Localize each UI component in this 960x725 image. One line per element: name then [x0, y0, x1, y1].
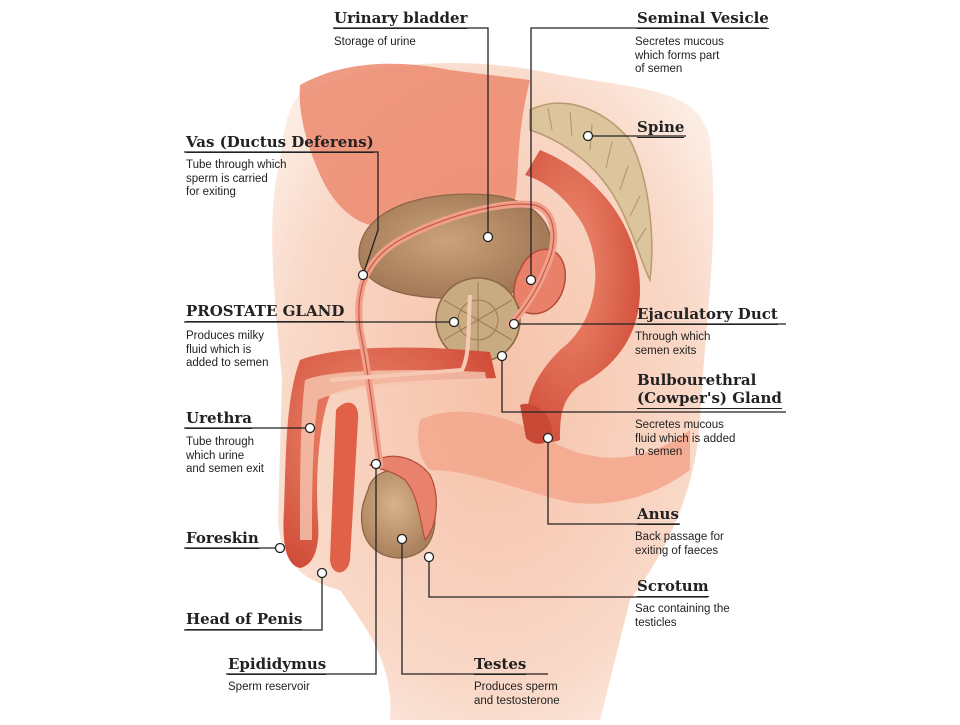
dot-testes — [396, 533, 408, 545]
label-underline — [637, 28, 769, 30]
label-foreskin: Foreskin — [186, 529, 259, 547]
label-anus: Anus — [637, 505, 679, 523]
dot-vas — [357, 269, 369, 281]
abdominal-wall — [299, 63, 530, 225]
dot-head-of-penis — [316, 567, 328, 579]
dot-spine — [582, 130, 594, 142]
urethra-tube — [329, 294, 472, 382]
desc-epididymus: Sperm reservoir — [228, 681, 310, 693]
pointer-dots — [274, 130, 594, 579]
desc-anus: Back passage for exiting of faeces — [635, 531, 724, 557]
dot-epididymus — [370, 458, 382, 470]
desc-bulbourethral-gland: Secretes mucous fluid which is added to … — [635, 419, 736, 458]
label-underline — [334, 28, 468, 30]
label-underline — [637, 408, 782, 410]
penis-inner — [300, 370, 487, 540]
label-scrotum: Scrotum — [637, 577, 709, 595]
label-epididymus: Epididymus — [228, 655, 327, 673]
label-underline — [637, 324, 778, 326]
desc-ejaculatory-duct: Through which semen exits — [635, 331, 711, 357]
epididymus-shape — [368, 455, 437, 542]
label-underline — [186, 152, 374, 154]
label-underline — [228, 674, 327, 676]
label-vas-deferens: Vas (Ductus Deferens) — [186, 133, 374, 151]
dot-anus — [542, 432, 554, 444]
label-spine: Spine — [637, 118, 685, 136]
desc-vas-deferens: Tube through which sperm is carried for … — [186, 159, 287, 198]
label-ejaculatory-duct: Ejaculatory Duct — [637, 305, 778, 323]
corpus-spongiosum — [330, 402, 359, 573]
rectum — [525, 150, 640, 442]
label-underline — [637, 524, 679, 526]
dot-bladder — [482, 231, 494, 243]
penis-shaft — [283, 347, 496, 568]
label-head-of-penis: Head of Penis — [186, 610, 303, 628]
dot-prostate — [448, 316, 460, 328]
label-testes: Testes — [474, 655, 527, 673]
label-underline — [186, 321, 345, 323]
leader-bulbourethral — [501, 355, 786, 413]
dot-urethra — [304, 422, 316, 434]
label-bulbourethral-gland: Bulbourethral (Cowper's) Gland — [637, 371, 782, 407]
leader-scrotum — [428, 557, 708, 598]
dot-bulbourethral — [496, 350, 508, 362]
label-underline — [186, 548, 259, 550]
desc-seminal-vesicle: Secretes mucous which forms part of seme… — [635, 36, 724, 75]
desc-urinary-bladder: Storage of urine — [334, 36, 416, 48]
perineum — [418, 411, 690, 504]
dot-ejaculatory — [508, 318, 520, 330]
label-underline — [637, 596, 709, 598]
desc-prostate-gland: Produces milky fluid which is added to s… — [186, 330, 269, 369]
dot-scrotum — [423, 551, 435, 563]
spine-shape — [529, 102, 653, 283]
label-urinary-bladder: Urinary bladder — [334, 9, 468, 27]
label-prostate-gland: PROSTATE GLAND — [186, 302, 345, 320]
desc-urethra: Tube through which urine and semen exit — [186, 436, 264, 475]
label-underline — [186, 629, 303, 631]
label-underline — [474, 674, 527, 676]
label-seminal-vesicle: Seminal Vesicle — [637, 9, 769, 27]
desc-testes: Produces sperm and testosterone — [474, 681, 560, 707]
label-underline — [186, 428, 252, 430]
dot-seminal — [525, 274, 537, 286]
dot-foreskin — [274, 542, 286, 554]
leader-anus — [547, 438, 680, 525]
anus-shape — [520, 403, 552, 444]
label-underline — [637, 137, 685, 139]
desc-scrotum: Sac containing the testicles — [635, 603, 730, 629]
label-urethra: Urethra — [186, 409, 252, 427]
